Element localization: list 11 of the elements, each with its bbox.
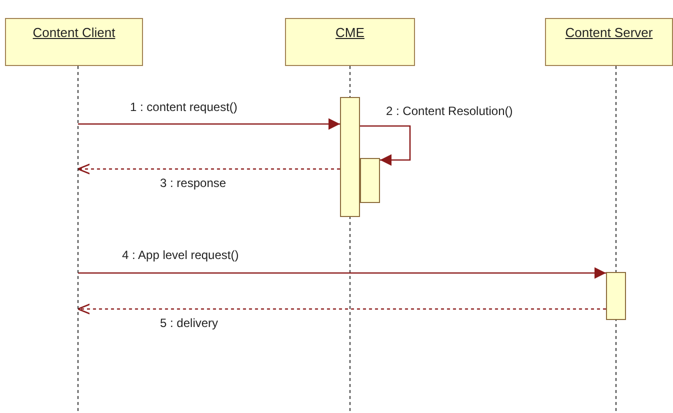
participant-box: CME xyxy=(285,18,415,66)
activation-bar xyxy=(606,272,626,320)
message-label: 5 : delivery xyxy=(158,316,220,330)
message-label: 1 : content request() xyxy=(128,100,240,114)
participant-box: Content Server xyxy=(545,18,673,66)
activation-bar xyxy=(360,158,380,203)
message-label: 2 : Content Resolution() xyxy=(384,104,515,118)
activation-bar xyxy=(340,97,360,217)
participant-box: Content Client xyxy=(5,18,143,66)
message-label: 3 : response xyxy=(158,176,228,190)
message-label: 4 : App level request() xyxy=(120,248,241,262)
